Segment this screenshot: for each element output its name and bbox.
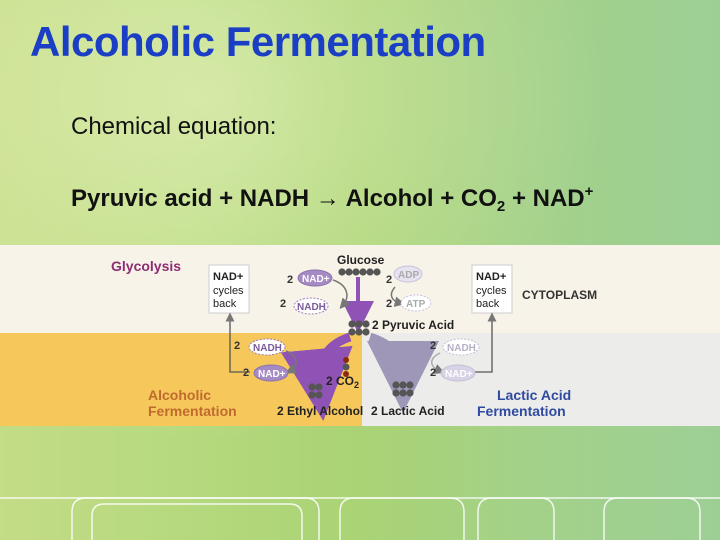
equation-heading: Chemical equation: [71, 113, 277, 140]
count-label: 2 [287, 274, 293, 286]
nad-curve-arrow-faded [431, 352, 445, 374]
count-label: 2 [386, 298, 392, 310]
right-cycle-label-1: NAD+ [476, 271, 506, 283]
nadh-badge [248, 338, 286, 356]
lactic-acid-label: 2 Lactic Acid [371, 404, 445, 418]
pyruvic-acid-molecule [348, 320, 370, 336]
nad-curve-arrow [285, 350, 298, 374]
atp-label: ATP [406, 299, 426, 310]
alcoholic-fermentation-label-2: Fermentation [148, 403, 237, 419]
count-label: 2 [430, 340, 436, 352]
right-cycle-box [471, 264, 513, 314]
plus-sign: + [219, 185, 234, 212]
count-label: 2 [234, 340, 240, 352]
reaction-arrow-icon: → [315, 185, 340, 212]
ethyl-alcohol-label: 2 Ethyl Alcohol [277, 404, 363, 418]
glycolysis-label: Glycolysis [111, 258, 181, 274]
product-nad-plus: NAD+ [532, 183, 594, 212]
alcoholic-fermentation-label-1: Alcoholic [148, 387, 211, 403]
co2-molecule [342, 357, 350, 377]
plus-sign: + [511, 185, 526, 212]
lactic-acid-molecule [392, 381, 414, 397]
lactic-fermentation-label-1: Lactic Acid [497, 387, 571, 403]
slide-title: Alcoholic Fermentation [30, 18, 486, 65]
product-co2: CO2 [460, 185, 506, 215]
left-cycle-label-3: back [213, 298, 237, 310]
lactic-fermentation-label-2: Fermentation [477, 403, 566, 419]
lactic-branch-arrow [366, 332, 439, 413]
right-cycle-return-arrow [472, 312, 497, 373]
reactant-pyruvic-acid: Pyruvic acid [71, 185, 213, 212]
left-cycle-return-arrow [225, 312, 250, 373]
chemical-equation: Pyruvic acid + NADH → Alcohol + CO2 + NA… [71, 183, 593, 215]
nadh-label: NADH [297, 302, 326, 313]
left-cycle-label-1: NAD+ [213, 271, 243, 283]
nad-plus-label-faded: NAD+ [445, 369, 473, 380]
reactant-nadh: NADH [239, 185, 310, 212]
nadh-label: NADH [253, 343, 282, 354]
pyruvic-acid-label: 2 Pyruvic Acid [372, 318, 454, 332]
right-cycle-label-2: cycles [476, 285, 507, 297]
nadh-badge-faded [442, 338, 480, 356]
count-label: 2 [386, 274, 392, 286]
count-label: 2 [243, 367, 249, 379]
glucose-label: Glucose [337, 253, 385, 267]
ethyl-alcohol-molecule [308, 383, 323, 399]
plus-sign: + [440, 185, 455, 212]
product-alcohol: Alcohol [345, 185, 434, 212]
right-cycle-label-3: back [476, 298, 500, 310]
cytoplasm-label: CYTOPLASM [522, 288, 597, 302]
nad-plus-badge-faded [440, 364, 476, 382]
count-label: 2 [280, 298, 286, 310]
nadh-badge [293, 297, 329, 315]
alcohol-branch-arrow [280, 332, 353, 421]
nad-plus-label: NAD+ [258, 369, 286, 380]
glucose-molecule [338, 268, 381, 276]
footer-decoration [0, 497, 720, 540]
adp-badge [393, 265, 423, 283]
nad-plus-label: NAD+ [302, 274, 330, 285]
atp-curve-arrow [390, 286, 406, 307]
left-cycle-label-2: cycles [213, 285, 244, 297]
count-label: 2 [430, 367, 436, 379]
nad-plus-badge [297, 269, 333, 287]
co2-label: 2 CO2 [326, 374, 359, 390]
fermentation-diagram: Glycolysis CYTOPLASM Glucose 2 NAD+ 2 NA… [0, 245, 720, 426]
cycle-curve-arrow [332, 279, 351, 309]
adp-label: ADP [398, 270, 419, 281]
nadh-label-faded: NADH [447, 343, 476, 354]
nad-plus-badge [253, 364, 289, 382]
atp-badge [400, 294, 432, 312]
